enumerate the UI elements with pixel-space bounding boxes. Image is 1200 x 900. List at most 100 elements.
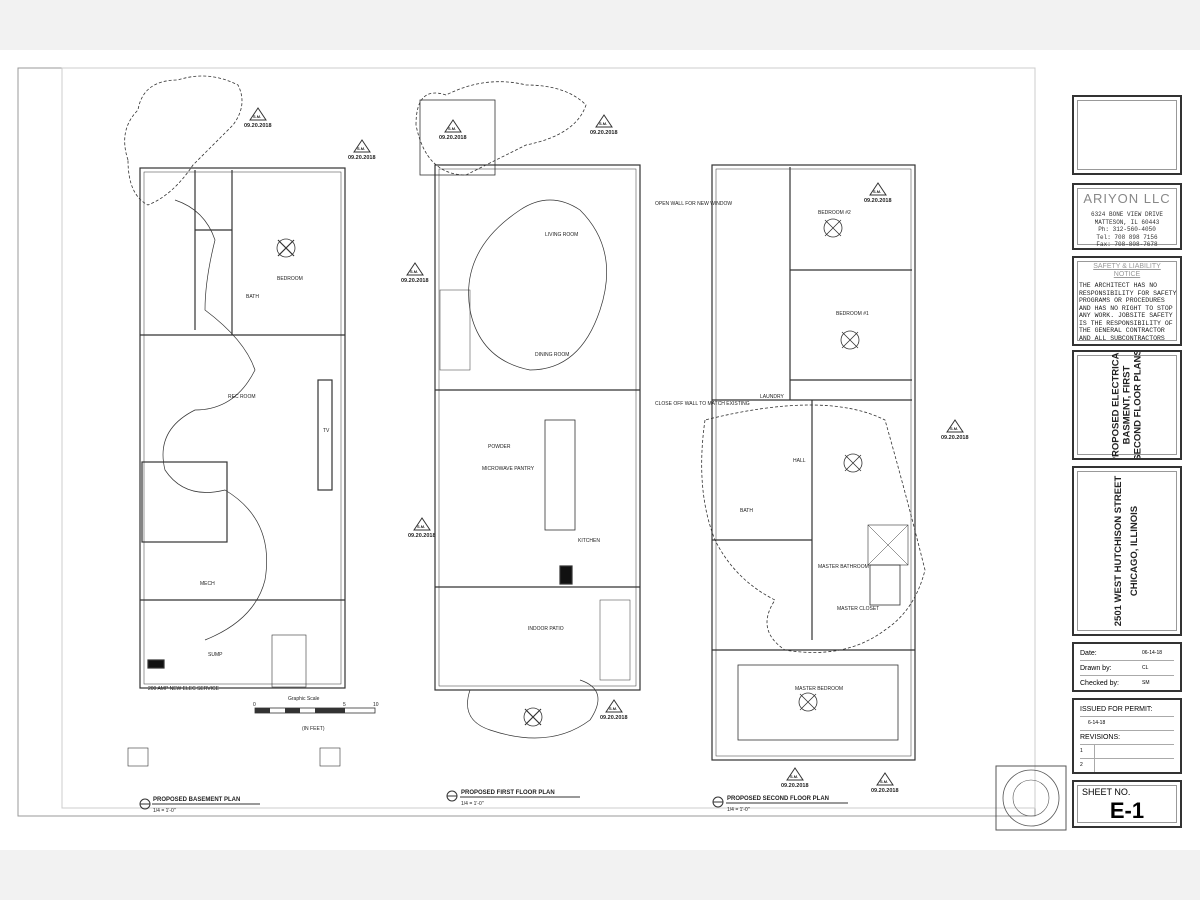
basement-plan — [124, 75, 346, 767]
graphic-scale: Graphic Scale 0 5 10 (IN FEET) — [253, 696, 379, 732]
close-wall-note: CLOSE OFF WALL TO MATCH EXISTING — [655, 401, 750, 407]
room-label: LAUNDRY — [760, 394, 784, 400]
notice-title: SAFETY & LIABILITY NOTICE — [1093, 263, 1161, 278]
svg-text:1/4 = 1'-0": 1/4 = 1'-0" — [153, 808, 176, 814]
first-floor-plan-title: PROPOSED FIRST FLOOR PLAN 1/4 = 1'-0" — [446, 790, 580, 807]
revision-tag: S.M. 09.20.2018 — [244, 107, 272, 129]
svg-text:S.M.: S.M. — [790, 774, 798, 779]
room-label: SUMP — [208, 652, 223, 658]
svg-text:S.M.: S.M. — [950, 426, 958, 431]
date-value: 06-14-18 — [1142, 650, 1163, 656]
svg-text:09.20.2018: 09.20.2018 — [781, 783, 809, 789]
room-label: MICROWAVE PANTRY — [482, 466, 535, 472]
scale-unit: (IN FEET) — [302, 726, 325, 732]
floor-plans-drawing: BEDROOM REC ROOM BATH MECH SUMP TV 200 A… — [17, 67, 1067, 831]
svg-text:S.M.: S.M. — [357, 146, 365, 151]
svg-text:09.20.2018: 09.20.2018 — [244, 123, 272, 129]
svg-text:0: 0 — [253, 702, 256, 708]
room-label: MASTER CLOSET — [837, 606, 879, 612]
room-label: BATH — [740, 508, 753, 514]
drawn-by-value: CL — [1142, 665, 1149, 671]
revision-tag: S.M.09.20.2018 — [408, 517, 436, 539]
svg-text:S.M.: S.M. — [880, 779, 888, 784]
revision-tag: S.M. 09.20.2018 — [941, 419, 969, 441]
room-label: BEDROOM #2 — [818, 210, 851, 216]
svg-text:S.M.: S.M. — [609, 706, 617, 711]
svg-text:S.M.: S.M. — [599, 121, 607, 126]
revision-triangle-icon — [413, 517, 431, 531]
room-label: BATH — [246, 294, 259, 300]
revision-tag: S.M. 09.20.2018 — [600, 699, 628, 721]
svg-text:09.20.2018: 09.20.2018 — [439, 135, 467, 141]
svg-text:09.20.2018: 09.20.2018 — [941, 435, 969, 441]
revision-triangle-icon — [249, 107, 267, 121]
revision-tag: S.M. 09.20.2018 — [864, 182, 892, 204]
revision-tag: S.M. 09.20.2018 — [781, 767, 809, 789]
svg-text:09.20.2018: 09.20.2018 — [600, 715, 628, 721]
revision-triangle-icon — [406, 262, 424, 276]
room-label: LIVING ROOM — [545, 232, 578, 238]
sheet-number-box: SHEET NO. E-1 — [1072, 780, 1182, 828]
svg-text:09.20.2018: 09.20.2018 — [401, 278, 429, 284]
permit-box: ISSUED FOR PERMIT: 6-14-18 REVISIONS: 1 … — [1072, 698, 1182, 774]
room-label: MASTER BEDROOM — [795, 686, 843, 692]
svg-text:PROPOSED SECOND FLOOR PLAN: PROPOSED SECOND FLOOR PLAN — [727, 796, 829, 802]
elec-service-note: 200 AMP NEW ELEC SERVICE — [148, 686, 220, 692]
room-label: BEDROOM #1 — [836, 311, 869, 317]
revision-triangle-icon — [786, 767, 804, 781]
notice-body: THE ARCHITECT HAS NO RESPONSIBILITY FOR … — [1079, 282, 1177, 342]
basement-plan-title: PROPOSED BASEMENT PLAN 1/4 = 1'-0" — [139, 797, 260, 814]
svg-text:PROPOSED FIRST FLOOR PLAN: PROPOSED FIRST FLOOR PLAN — [461, 790, 555, 796]
info-box: Date:06-14-18 Drawn by:CL Checked by:SM — [1072, 642, 1182, 692]
room-label: BEDROOM — [277, 276, 303, 282]
svg-text:09.20.2018: 09.20.2018 — [408, 533, 436, 539]
sheet-no-label: SHEET NO. — [1082, 787, 1131, 797]
sheet-border — [17, 67, 1036, 817]
svg-text:09.20.2018: 09.20.2018 — [590, 130, 618, 136]
first-floor-plan — [415, 81, 641, 739]
second-floor-plan — [701, 164, 926, 761]
room-label: INDOOR PATIO — [528, 626, 564, 632]
revision-triangle-icon — [869, 182, 887, 196]
svg-text:5: 5 — [343, 702, 346, 708]
svg-text:S.M.: S.M. — [873, 189, 881, 194]
svg-text:10: 10 — [373, 702, 379, 708]
room-label: DINING ROOM — [535, 352, 569, 358]
revision-triangle-icon — [595, 114, 613, 128]
room-label: HALL — [793, 458, 806, 464]
second-floor-plan-title: PROPOSED SECOND FLOOR PLAN 1/4 = 1'-0" — [712, 796, 848, 813]
svg-text:PROPOSED BASEMENT PLAN: PROPOSED BASEMENT PLAN — [153, 797, 240, 803]
svg-text:09.20.2018: 09.20.2018 — [871, 788, 899, 794]
svg-text:09.20.2018: 09.20.2018 — [864, 198, 892, 204]
room-label: TV — [323, 428, 330, 434]
svg-text:1/4 = 1'-0": 1/4 = 1'-0" — [461, 801, 484, 807]
revision-triangle-icon — [353, 139, 371, 153]
company-name: ARIYON LLC — [1083, 191, 1171, 206]
revision-tag: S.M. 09.20.2018 — [871, 772, 899, 794]
room-label: KITCHEN — [578, 538, 600, 544]
revision-tag: S.M. 09.20.2018 — [590, 114, 618, 136]
svg-text:S.M.: S.M. — [448, 126, 456, 131]
svg-text:S.M.: S.M. — [253, 114, 261, 119]
plan-titles: PROPOSED BASEMENT PLAN 1/4 = 1'-0" PROPO… — [139, 790, 848, 814]
checked-by-value: SM — [1142, 680, 1150, 686]
svg-text:09.20.2018: 09.20.2018 — [348, 155, 376, 161]
architect-seal — [995, 765, 1067, 831]
room-label: POWDER — [488, 444, 511, 450]
safety-notice-box: SAFETY & LIABILITY NOTICE THE ARCHITECT … — [1072, 256, 1182, 346]
svg-text:1/4 = 1'-0": 1/4 = 1'-0" — [727, 807, 750, 813]
revision-tag: S.M. 09.20.2018 — [348, 139, 376, 161]
open-wall-note: OPEN WALL FOR NEW WINDOW — [655, 201, 732, 207]
revision-triangle-icon — [444, 119, 462, 133]
svg-text:S.M.: S.M. — [410, 269, 418, 274]
drawing-sheet: BEDROOM REC ROOM BATH MECH SUMP TV 200 A… — [0, 50, 1200, 850]
room-label: REC ROOM — [228, 394, 256, 400]
permit-date: 6-14-18 — [1088, 720, 1106, 726]
revision-triangle-icon — [946, 419, 964, 433]
